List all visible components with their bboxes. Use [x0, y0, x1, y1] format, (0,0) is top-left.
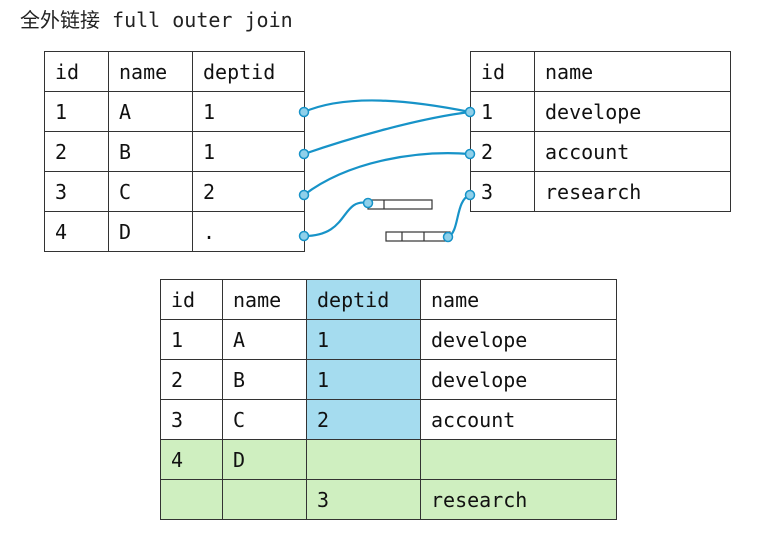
employee-table: id name deptid 1 A 1 2 B 1 3 C 2 4 D .: [44, 51, 305, 252]
table-row: 3 research: [470, 171, 731, 212]
connector-dot: [298, 106, 310, 118]
table-cell: 1: [160, 319, 223, 360]
table-cell: develope: [534, 91, 731, 132]
result-table: id name deptid name 1 A 1 develope 2 B 1…: [160, 279, 617, 520]
diagram-title: 全外链接 full outer join: [20, 8, 293, 32]
table-cell: D: [108, 211, 193, 252]
connector-dot: [464, 148, 476, 160]
link-dept3-to-null: [447, 193, 471, 239]
link-row2-to-dept1: [303, 110, 471, 156]
header-cell: deptid: [306, 279, 421, 320]
header-cell: deptid: [192, 51, 305, 92]
table-cell: 2: [44, 131, 109, 172]
department-table: id name 1 develope 2 account 3 research: [470, 51, 731, 212]
table-cell: develope: [420, 319, 617, 360]
table-row: 1 A 1 develope: [160, 319, 617, 360]
table-cell: D: [222, 439, 307, 480]
table-cell: 3: [160, 399, 223, 440]
connector-dot: [464, 106, 476, 118]
table-row: 3 C 2: [44, 171, 305, 212]
table-cell: [420, 439, 617, 480]
table-row-unmatched: 4 D: [160, 439, 617, 480]
connector-dot: [442, 231, 454, 243]
table-cell: [306, 439, 421, 480]
connector-dot: [298, 148, 310, 160]
table-cell: 1: [306, 359, 421, 400]
table-cell: B: [222, 359, 307, 400]
header-cell: name: [222, 279, 307, 320]
table-cell: 2: [470, 131, 535, 172]
table-row-unmatched: 3 research: [160, 479, 617, 520]
table-cell: 1: [44, 91, 109, 132]
link-row4-to-null: [303, 201, 369, 238]
table-cell: 4: [44, 211, 109, 252]
table-cell: 1: [192, 131, 305, 172]
connector-dot: [464, 189, 476, 201]
null-placeholder-left: [367, 199, 433, 210]
table-cell: 3: [44, 171, 109, 212]
header-cell: id: [44, 51, 109, 92]
table-cell: C: [108, 171, 193, 212]
table-cell: research: [420, 479, 617, 520]
table-cell: C: [222, 399, 307, 440]
table-cell: research: [534, 171, 731, 212]
table-header-row: id name: [470, 51, 731, 92]
table-row: 2 account: [470, 131, 731, 172]
table-cell: 1: [306, 319, 421, 360]
table-cell: [222, 479, 307, 520]
table-row: 1 develope: [470, 91, 731, 132]
table-row: 4 D .: [44, 211, 305, 252]
table-cell: 2: [192, 171, 305, 212]
header-cell: name: [534, 51, 731, 92]
table-cell: A: [108, 91, 193, 132]
table-cell: 3: [470, 171, 535, 212]
connector-dot: [298, 189, 310, 201]
table-cell: account: [534, 131, 731, 172]
connector-dot: [298, 230, 310, 242]
connector-dot: [362, 197, 374, 209]
table-cell: account: [420, 399, 617, 440]
table-cell: .: [192, 211, 305, 252]
table-row: 3 C 2 account: [160, 399, 617, 440]
null-placeholder-right: [385, 231, 451, 242]
link-row1-to-dept1: [303, 99, 471, 114]
table-row: 2 B 1: [44, 131, 305, 172]
link-row3-to-dept2: [303, 152, 471, 196]
